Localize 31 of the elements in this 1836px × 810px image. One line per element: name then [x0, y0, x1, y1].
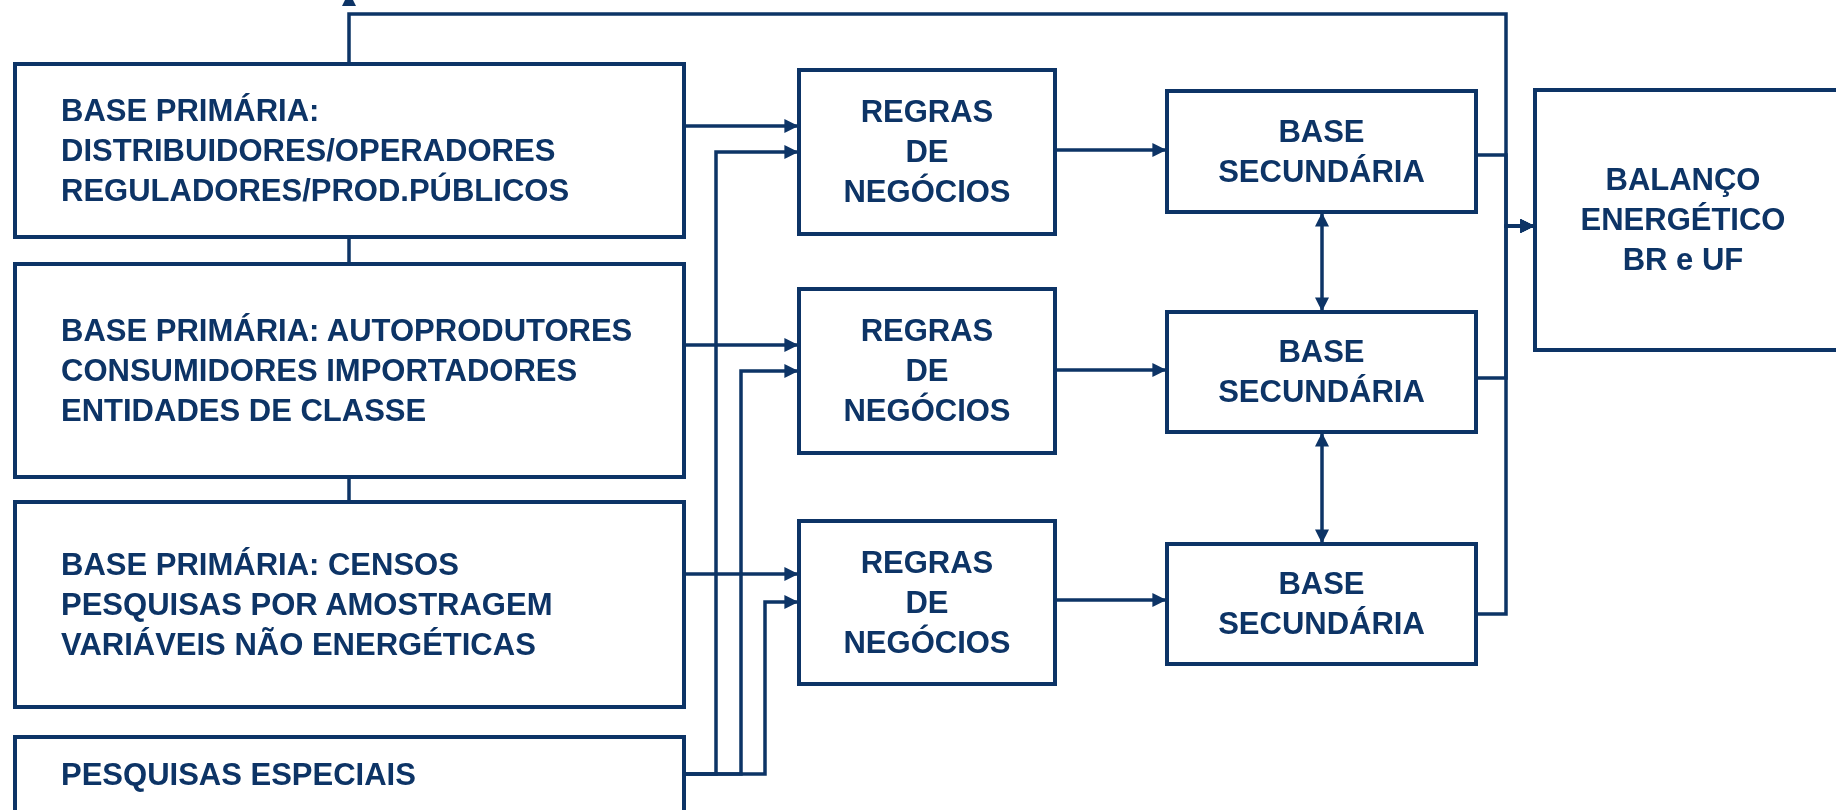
box-label: BASE PRIMÁRIA: AUTOPRODUTORES CONSUMIDORES IMPORTADORES ENTIDADES DE CLASSE: [61, 311, 634, 430]
box-label: BASE PRIMÁRIA: CENSOS PESQUISAS POR AMOSTRAGEM VARIÁVEIS NÃO ENERGÉTICAS: [61, 545, 554, 664]
box-label: BALANÇO ENERGÉTICO BR e UF: [1579, 161, 1787, 279]
source-box: [13, 262, 686, 479]
box-label: PESQUISAS ESPECIAIS: [61, 756, 416, 794]
arrow: [686, 595, 799, 776]
arrow: [686, 119, 799, 133]
box-label: REGRAS DE NEGÓCIOS: [842, 543, 1012, 662]
arrow: [1057, 593, 1167, 607]
process-box: [1165, 310, 1478, 434]
arrow: [1057, 363, 1167, 377]
arrow: [1315, 432, 1329, 544]
process-box: [1533, 88, 1836, 352]
process-box: [797, 68, 1057, 236]
process-box: [1165, 89, 1478, 214]
box-label: BASE PRIMÁRIA: DISTRIBUIDORES/OPERADORES REGULADORES/PROD.PÚBLICOS: [61, 91, 571, 210]
source-box: [13, 500, 686, 709]
box-label: REGRAS DE NEGÓCIOS: [842, 312, 1012, 430]
box-label: REGRAS DE NEGÓCIOS: [842, 93, 1012, 211]
arrow: [1057, 143, 1167, 157]
source-box: [13, 735, 686, 810]
arrow: [686, 338, 799, 352]
box-label: BASE SECUNDÁRIA: [1217, 112, 1426, 191]
box-label: BASE SECUNDÁRIA: [1217, 565, 1426, 643]
box-label: BASE SECUNDÁRIA: [1217, 333, 1426, 411]
process-box: [797, 287, 1057, 455]
arrow: [1315, 212, 1329, 312]
arrow: [686, 567, 799, 581]
source-box: [13, 62, 686, 239]
process-box: [1165, 542, 1478, 666]
process-box: [797, 519, 1057, 686]
